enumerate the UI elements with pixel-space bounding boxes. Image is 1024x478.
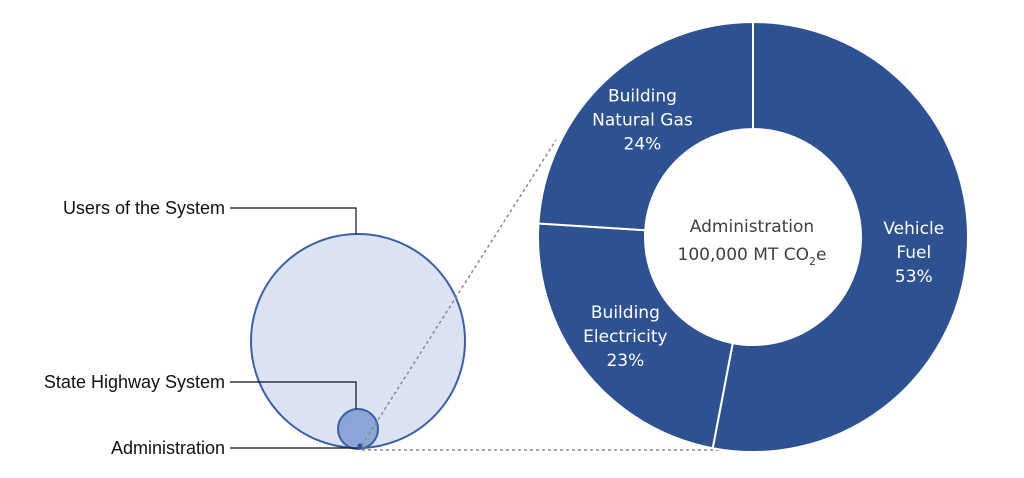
center-total: 100,000 MT CO2e	[678, 245, 827, 268]
center-total-main: 100,000 MT CO	[678, 245, 809, 265]
slice-name-line: Building	[608, 86, 677, 106]
slice-percent: 24%	[624, 134, 662, 154]
slice-name-line: Fuel	[896, 243, 931, 263]
slice-name-line: Building	[591, 303, 660, 323]
donut-slice-building-natural-gas	[537, 20, 754, 232]
slice-name-line: Electricity	[583, 327, 667, 347]
users-label: Users of the System	[63, 198, 225, 218]
users-leader	[230, 207, 357, 234]
admin-dot	[357, 443, 363, 449]
admin-label: Administration	[111, 438, 225, 458]
slice-name-line: Vehicle	[883, 219, 944, 239]
donut-chart	[537, 20, 969, 453]
center-total-sub: 2	[809, 255, 816, 268]
center-total-suffix: e	[816, 245, 826, 265]
highway-leader	[230, 381, 357, 409]
highway-label: State Highway System	[44, 372, 225, 392]
highway-circle	[337, 408, 379, 450]
slice-percent: 53%	[895, 267, 933, 287]
donut-slice-vehicle-fuel	[711, 20, 969, 453]
center-title: Administration	[690, 217, 814, 237]
slice-percent: 23%	[606, 351, 644, 371]
zoom-line-upper	[361, 139, 557, 446]
slice-name-line: Natural Gas	[592, 110, 693, 130]
donut-slice-building-electricity	[537, 222, 734, 450]
